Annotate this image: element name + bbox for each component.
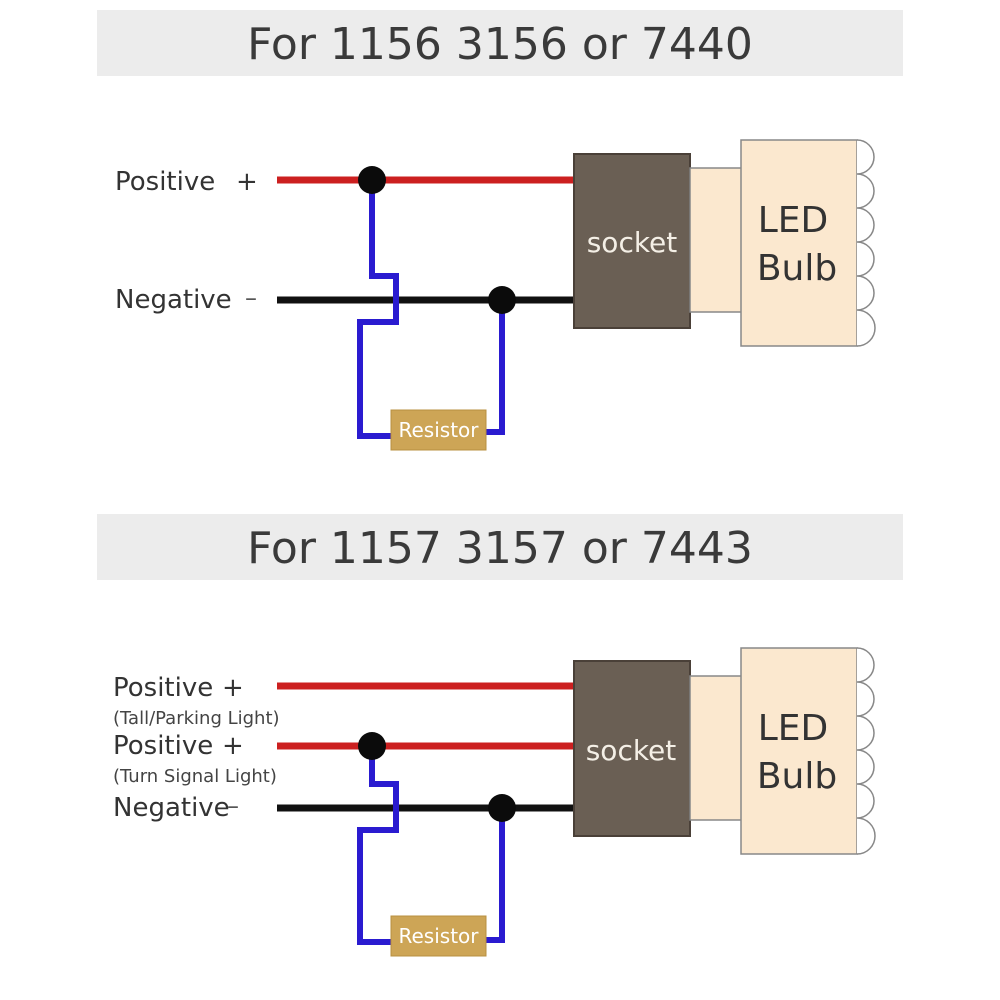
socket-label: socket — [587, 226, 678, 259]
bulb-neck — [689, 167, 743, 313]
resistor-wire-left-2 — [357, 746, 399, 945]
positive1-label: Positive — [113, 673, 213, 703]
negative-mark-2: – — [227, 792, 239, 820]
led-label-line1-2: LED — [758, 708, 829, 749]
title-1: For 1156 3156 or 7440 — [247, 19, 753, 70]
resistor-wire-left — [357, 180, 399, 439]
socket — [573, 153, 691, 329]
title-banner-1 — [97, 10, 903, 76]
resistor-label-2: Resistor — [399, 924, 480, 948]
resistor-2 — [390, 915, 487, 957]
positive-label: Positive — [115, 167, 215, 197]
junction-dot-negative-2 — [488, 794, 516, 822]
diagram-1: For 1156 3156 or 7440 Positive + Negativ… — [97, 10, 903, 451]
socket-2 — [573, 660, 691, 837]
led-label-line1: LED — [758, 200, 829, 241]
bulb-neck-2 — [689, 675, 743, 821]
bulb-scallop-edge-2 — [856, 647, 876, 855]
socket-label-2: socket — [586, 734, 677, 767]
positive2-label: Positive — [113, 731, 213, 761]
positive1-sublabel: (Tall/Parking Light) — [113, 708, 280, 729]
positive-mark: + — [236, 167, 258, 197]
junction-dot-positive-2 — [358, 732, 386, 760]
positive2-mark: + — [222, 731, 244, 761]
negative-label: Negative — [115, 285, 232, 315]
negative-mark: – — [245, 284, 257, 312]
bulb-scallop-edge — [856, 139, 876, 347]
resistor-wire-right-2 — [486, 808, 505, 943]
title-banner-2 — [97, 514, 903, 580]
resistor-label: Resistor — [399, 418, 480, 442]
junction-dot-negative — [488, 286, 516, 314]
title-2: For 1157 3157 or 7443 — [247, 523, 753, 574]
resistor-wire-right — [486, 300, 505, 435]
positive2-sublabel: (Turn Signal Light) — [113, 766, 277, 787]
diagram-2: For 1157 3157 or 7443 Positive + (Tall/P… — [97, 514, 903, 957]
led-bulb — [740, 139, 858, 347]
negative-label-2: Negative — [113, 793, 230, 823]
led-label-line2-2: Bulb — [757, 756, 837, 797]
led-label-line2: Bulb — [757, 248, 837, 289]
junction-dot-positive — [358, 166, 386, 194]
led-bulb-2 — [740, 647, 858, 855]
positive1-mark: + — [222, 673, 244, 703]
resistor — [390, 409, 487, 451]
